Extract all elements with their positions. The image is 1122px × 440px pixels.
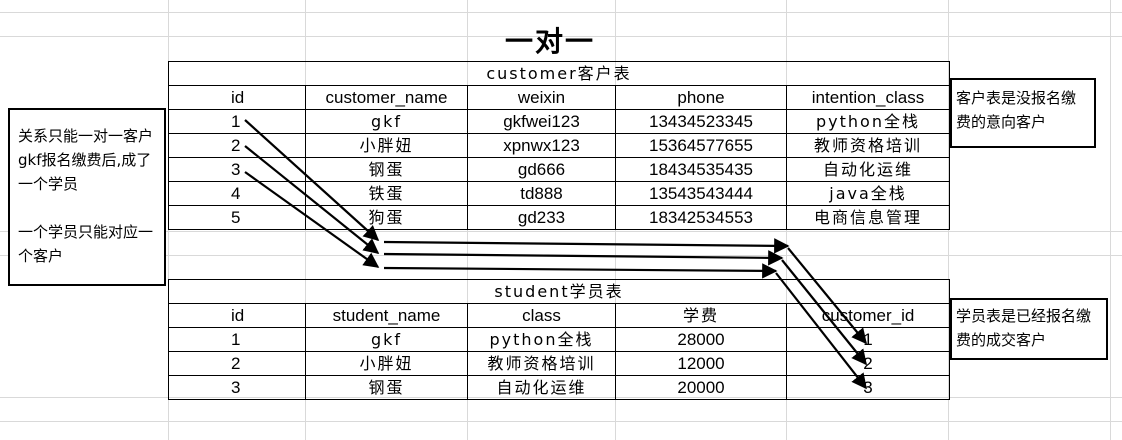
grid-line	[0, 231, 1122, 232]
table-cell: 小胖妞	[305, 351, 468, 376]
table-header-row: id customer_name weixin phone intention_…	[168, 85, 951, 110]
table-cell: 18342534553	[615, 205, 787, 230]
table-cell: 13543543444	[615, 181, 787, 206]
arrow-row-1	[244, 119, 867, 345]
header-cell: intention_class	[785, 85, 951, 110]
table-cell: 4	[168, 181, 306, 206]
grid-line	[1110, 0, 1111, 440]
table-cell: 自动化运维	[785, 157, 951, 182]
header-cell: 学费	[615, 303, 787, 328]
table-cell: 电商信息管理	[785, 205, 951, 230]
table-cell: 28000	[615, 327, 787, 352]
arrow-row-2	[244, 145, 867, 366]
table-cell: python全栈	[785, 109, 951, 134]
table-row: 1 gkf gkfwei123 13434523345 python全栈	[168, 109, 951, 134]
table-cell: 12000	[615, 351, 787, 376]
table-cell: 小胖妞	[305, 133, 468, 158]
student-note-text: 学员表是已经报名缴费的成交客户	[956, 307, 1092, 349]
table-cell: 5	[168, 205, 306, 230]
table-cell: 2	[168, 351, 306, 376]
customer-table-note: 客户表是没报名缴费的意向客户	[950, 78, 1096, 148]
student-table: student学员表 id student_name class 学费 cust…	[167, 279, 951, 400]
table-cell: 13434523345	[615, 109, 787, 134]
customer-table: customer客户表 id customer_name weixin phon…	[167, 61, 951, 230]
table-cell: 3	[785, 375, 951, 400]
relation-note-text: 关系只能一对一客户gkf报名缴费后,成了一个学员	[18, 127, 154, 193]
arrow-row-3	[244, 171, 867, 390]
table-cell: 1	[168, 109, 306, 134]
table-cell: gd233	[467, 205, 616, 230]
table-row: 2 小胖妞 教师资格培训 12000 2	[168, 351, 951, 376]
header-cell: customer_id	[785, 303, 951, 328]
customer-note-text: 客户表是没报名缴费的意向客户	[956, 89, 1077, 131]
table-cell: 自动化运维	[467, 375, 616, 400]
student-table-note: 学员表是已经报名缴费的成交客户	[950, 298, 1108, 360]
customer-table-caption: customer客户表	[167, 61, 951, 86]
table-row: 3 钢蛋 自动化运维 20000 3	[168, 375, 951, 400]
table-cell: 3	[168, 375, 306, 400]
table-cell: gkfwei123	[467, 109, 616, 134]
table-header-row: id student_name class 学费 customer_id	[168, 303, 951, 328]
table-cell: gkf	[305, 109, 468, 134]
relation-note: 关系只能一对一客户gkf报名缴费后,成了一个学员 一个学员只能对应一个客户	[8, 108, 166, 286]
table-row: 3 钢蛋 gd666 18434535435 自动化运维	[168, 157, 951, 182]
grid-line	[0, 12, 1122, 13]
table-cell: 18434535435	[615, 157, 787, 182]
header-cell: id	[168, 303, 306, 328]
table-cell: 钢蛋	[305, 375, 468, 400]
grid-line	[0, 421, 1122, 422]
relation-note-text: 一个学员只能对应一个客户	[18, 223, 154, 265]
table-cell: 20000	[615, 375, 787, 400]
grid-line	[0, 36, 1122, 37]
table-cell: 15364577655	[615, 133, 787, 158]
diagram-title: 一对一	[504, 25, 595, 58]
table-cell: 教师资格培训	[467, 351, 616, 376]
